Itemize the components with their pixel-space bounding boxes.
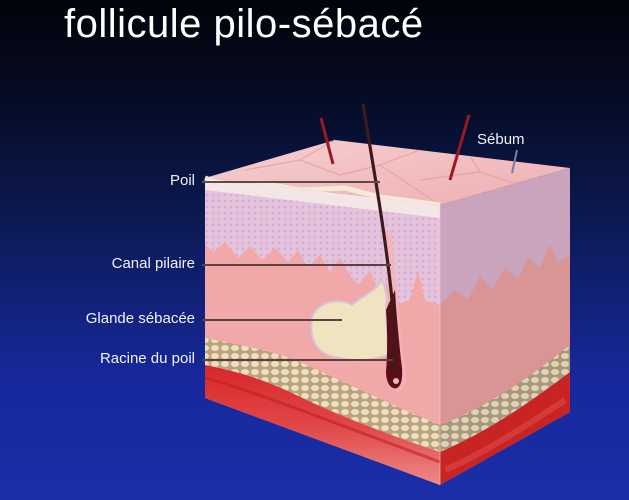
label-canal-pilaire: Canal pilaire: [111, 255, 195, 272]
surface-hair-1: [319, 117, 335, 165]
label-glande-sebacee: Glande sébacée: [85, 310, 195, 327]
leader-lines: [202, 149, 518, 361]
hair-shaft: [361, 103, 396, 373]
sebaceous-gland: [310, 277, 390, 362]
label-sebum: Sébum: [477, 131, 525, 148]
leader-line-sebum: [511, 149, 518, 174]
diagram-title: follicule pilo-sébacé: [64, 2, 424, 46]
label-racine-du-poil: Racine du poil: [99, 350, 195, 367]
side-face: [440, 168, 570, 485]
label-poil: Poil: [169, 172, 195, 189]
surface-hair-2: [448, 114, 471, 181]
